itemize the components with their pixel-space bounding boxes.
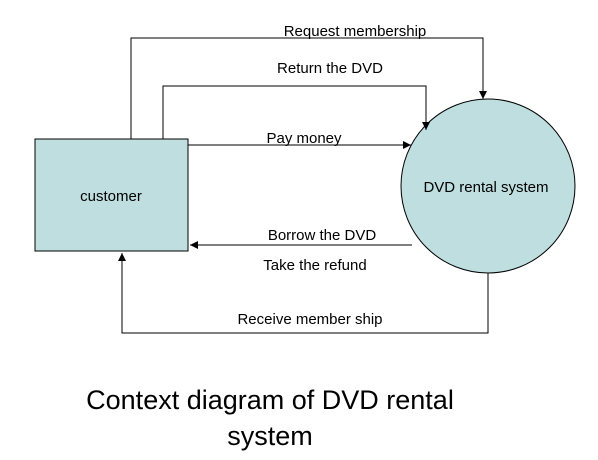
customer-entity-label: customer	[80, 188, 142, 205]
return-dvd-flow-arrow	[162, 85, 430, 139]
request-membership-flow-arrow	[130, 37, 487, 139]
dvd-rental-system-label: DVD rental system	[423, 179, 548, 196]
pay-money-label: Pay money	[266, 130, 342, 147]
return-dvd-label: Return the DVD	[277, 60, 383, 77]
borrow-dvd-label: Borrow the DVD	[268, 227, 377, 244]
receive-membership-flow-arrow	[118, 253, 489, 334]
receive-membership-label: Receive member ship	[237, 311, 382, 328]
request-membership-label: Request membership	[284, 23, 427, 40]
customer-entity-box[interactable]	[34, 138, 189, 252]
diagram-caption: Context diagram of DVD rental system	[86, 385, 454, 451]
take-refund-label: Take the refund	[263, 257, 366, 274]
